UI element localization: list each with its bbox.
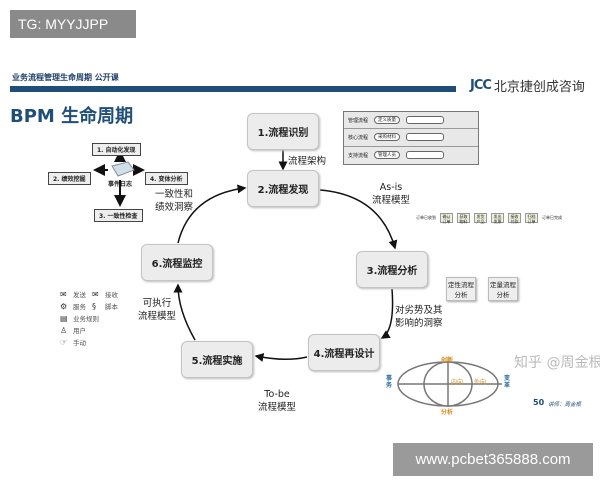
user-icon: ♙ — [60, 325, 68, 335]
envelope-filled-icon: ✉ — [60, 289, 67, 299]
row-type: 管理流程 — [348, 117, 369, 124]
legend: ✉ 发送 ✉ 接收 ⚙ 服务 § 脚本 ▤ 业务规则 ♙ 用户 ☞ 手动 — [60, 288, 136, 348]
label-tobe: To-be 流程模型 — [258, 388, 296, 414]
event-log-icon — [111, 161, 135, 177]
quantitative-analysis: 定量流程分析 — [488, 277, 518, 301]
label-line: 可执行 — [142, 298, 172, 309]
zhihu-watermark: 知乎 @周金根 — [514, 355, 600, 371]
row-type: 支持流程 — [348, 152, 369, 159]
lecturer: 讲师：周金根 — [548, 402, 582, 408]
task: 确认订单 — [440, 213, 453, 224]
page-number: 50 — [533, 398, 545, 407]
legend-item: ⚙ 服务 — [60, 300, 86, 312]
box-line: 分析 — [454, 291, 468, 299]
label-line: 对劣势及其 — [395, 305, 443, 316]
legend-label: 服务 — [73, 303, 86, 311]
legend-label: 发送 — [73, 291, 86, 299]
task: 发货产品 — [474, 213, 487, 224]
step-discovery[interactable]: 2.流程发现 — [247, 170, 319, 207]
legend-label: 手动 — [73, 339, 86, 347]
end-event: 订单已完成 — [542, 215, 562, 220]
script-icon: § — [92, 301, 96, 311]
course-title: 业务流程管理生命周期 公开课 — [12, 73, 119, 82]
envelope-icon: ✉ — [92, 289, 99, 299]
label-line: 流程模型 — [258, 402, 297, 413]
page-title: BPM 生命周期 — [10, 106, 134, 127]
step-monitoring[interactable]: 6.流程监控 — [141, 244, 213, 281]
step-identification[interactable]: 1.流程识别 — [247, 113, 319, 150]
asis-model: 订单已收到 确认订单 获取物料 发货产品 发出发票 接收付款 归档订单 订单已完… — [416, 213, 562, 224]
label-line: 绩效洞察 — [155, 202, 194, 213]
matrix-inner-right: 外向 — [474, 379, 487, 386]
row-item: 定义质量 — [374, 116, 401, 125]
legend-label: 脚本 — [105, 303, 118, 311]
task: 获取物料 — [457, 213, 470, 224]
legend-item: ☞ 手动 — [60, 336, 136, 348]
table-row: 核心流程采购材料 — [344, 129, 478, 147]
matrix-right: 变革 — [504, 375, 511, 389]
label-line: 影响的洞察 — [395, 318, 443, 329]
step-redesign[interactable]: 4.流程再设计 — [308, 334, 380, 371]
qualitative-analysis: 定性流程分析 — [446, 277, 476, 301]
label-line: 一致性和 — [155, 189, 194, 200]
label-architecture: 流程架构 — [288, 156, 327, 167]
label-executable: 可执行流程模型 — [138, 297, 176, 323]
table-row: 管理流程定义质量 — [344, 112, 478, 130]
matrix-bottom: 分析 — [441, 409, 454, 416]
mining-variants: 4. 变体分析 — [145, 172, 188, 185]
box-line: 分析 — [496, 291, 510, 299]
legend-label: 用户 — [73, 327, 86, 335]
table-row: 支持流程管理人员 — [344, 147, 478, 164]
label-line: As-is — [379, 182, 403, 193]
box-line: 定量流程 — [490, 281, 516, 289]
chevron-shape — [406, 151, 445, 160]
chevron-shape — [406, 116, 445, 125]
mining-conformance: 3. 一致性检查 — [94, 209, 143, 222]
task: 归档订单 — [525, 213, 538, 224]
overlay-tag: TG: MYYJJPP — [10, 10, 136, 38]
start-event: 订单已收到 — [416, 215, 436, 220]
legend-item: § 脚本 — [92, 300, 118, 312]
matrix-inner-left: 内向 — [451, 379, 464, 386]
hand-icon: ☞ — [60, 337, 68, 347]
label-line: 流程模型 — [372, 195, 411, 206]
label-line: 流程模型 — [138, 311, 177, 322]
label-insight: 对劣势及其影响的洞察 — [395, 304, 443, 330]
mining-performance: 2. 绩效挖掘 — [48, 172, 91, 185]
matrix-top: 创新 — [441, 357, 454, 364]
site-banner: www.pcbet365888.com — [393, 443, 593, 476]
event-log-label: 事件日志 — [108, 181, 133, 188]
box-line: 定性流程 — [448, 281, 474, 289]
legend-item: ✉ 接收 — [92, 288, 118, 300]
mining-discovery: 1. 自动化发现 — [92, 143, 141, 156]
gear-icon: ⚙ — [60, 301, 68, 311]
chevron-shape — [406, 133, 445, 142]
label-conformance: 一致性和绩效洞察 — [155, 188, 193, 214]
task: 接收付款 — [508, 213, 521, 224]
legend-item: ✉ 发送 — [60, 288, 86, 300]
row-item: 采购材料 — [374, 133, 401, 142]
logo-mark: JCC — [470, 78, 492, 93]
label-line: To-be — [264, 389, 290, 400]
row-item: 管理人员 — [374, 151, 401, 160]
legend-label: 接收 — [105, 291, 118, 299]
step-analysis[interactable]: 3.流程分析 — [356, 251, 428, 288]
legend-item: ▤ 业务规则 — [60, 312, 136, 324]
header-bar — [10, 86, 456, 92]
architecture-table: 管理流程定义质量 核心流程采购材料 支持流程管理人员 — [343, 111, 479, 165]
company-name: 北京捷创成咨询 — [493, 80, 585, 95]
table-icon: ▤ — [60, 313, 68, 323]
matrix-left: 事务 — [386, 375, 393, 389]
row-type: 核心流程 — [348, 134, 369, 141]
label-asis: As-is 流程模型 — [372, 181, 410, 207]
legend-label: 业务规则 — [73, 315, 99, 323]
step-implementation[interactable]: 5.流程实施 — [181, 341, 253, 378]
legend-item: ♙ 用户 — [60, 324, 136, 336]
task: 发出发票 — [491, 213, 504, 224]
